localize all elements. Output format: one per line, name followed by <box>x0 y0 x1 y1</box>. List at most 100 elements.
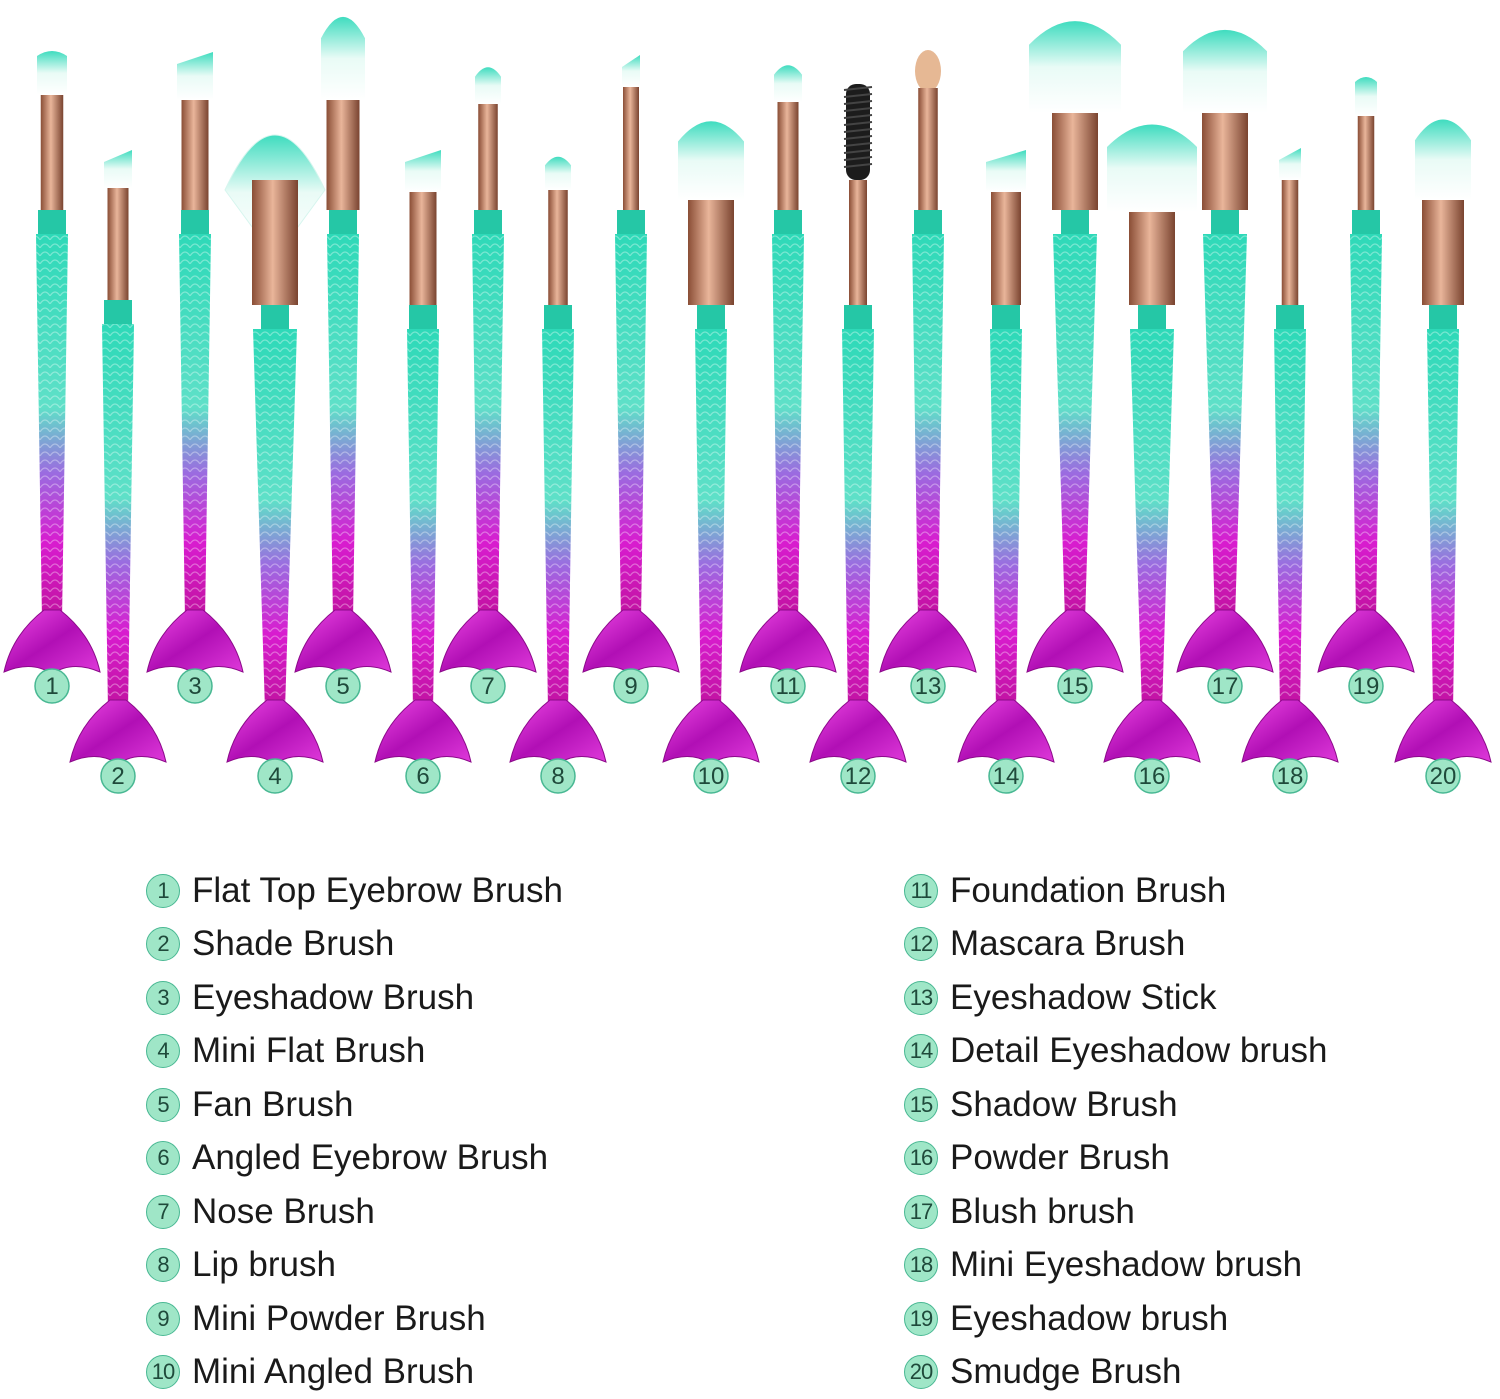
brush-name: Flat Top Eyebrow Brush <box>192 871 563 911</box>
dome-head <box>545 157 571 190</box>
brush-name: Foundation Brush <box>950 871 1226 911</box>
number-badge-text: 17 <box>1212 673 1239 700</box>
mermaid-tail <box>810 700 906 764</box>
number-badge: 4 <box>146 1034 180 1068</box>
mermaid-tail <box>583 610 679 674</box>
ferrule <box>327 100 360 210</box>
mermaid-tail <box>880 610 976 674</box>
handle-scales <box>615 234 647 620</box>
brush-name: Lip brush <box>192 1245 336 1285</box>
handle-collar <box>844 305 872 329</box>
handle-scales <box>179 234 211 620</box>
brush-13: 13 <box>880 50 976 703</box>
brush-7: 7 <box>440 67 536 703</box>
handle-collar <box>1352 210 1380 234</box>
ferrule <box>1358 116 1375 210</box>
handle-scales <box>1203 234 1247 620</box>
number-badge: 10 <box>146 1355 180 1389</box>
handle-collar <box>329 210 357 234</box>
number-badge-text: 12 <box>845 763 872 790</box>
number-badge-text: 4 <box>268 763 281 790</box>
brush-name: Eyeshadow Brush <box>192 978 474 1018</box>
handle-collar <box>1061 210 1089 234</box>
mermaid-tail <box>4 610 100 674</box>
number-badge-text: 13 <box>915 673 942 700</box>
brush-name: Mini Flat Brush <box>192 1031 425 1071</box>
brush-4: 4 <box>225 135 325 793</box>
mermaid-tail <box>1242 700 1338 764</box>
handle-collar <box>1138 305 1166 329</box>
number-badge: 9 <box>146 1302 180 1336</box>
handle-scales <box>1350 234 1382 620</box>
number-badge-text: 1 <box>45 673 58 700</box>
brush-17: 17 <box>1177 30 1273 703</box>
handle-scales <box>253 329 297 710</box>
brush-name: Nose Brush <box>192 1192 375 1232</box>
angled-head <box>177 52 213 100</box>
mermaid-tail <box>227 700 323 764</box>
angled-head <box>986 150 1026 192</box>
brush-name: Mascara Brush <box>950 924 1185 964</box>
handle-collar <box>544 305 572 329</box>
brush-16: 16 <box>1104 125 1200 794</box>
handle-collar <box>261 305 289 329</box>
brush-5: 5 <box>295 17 391 703</box>
number-badge-text: 6 <box>416 763 429 790</box>
number-badge: 13 <box>904 981 938 1015</box>
brush-12: 12 <box>810 84 906 793</box>
handle-scales <box>327 234 359 620</box>
number-badge-text: 11 <box>776 673 801 700</box>
ferrule <box>1202 113 1248 210</box>
brush-20: 20 <box>1395 120 1491 794</box>
angled-head <box>1279 148 1301 180</box>
number-badge: 16 <box>904 1141 938 1175</box>
ferrule <box>182 100 209 210</box>
handle-scales <box>772 234 804 620</box>
ferrule <box>1129 212 1175 305</box>
brush-name: Smudge Brush <box>950 1352 1182 1392</box>
number-badge-text: 20 <box>1430 763 1457 790</box>
mermaid-tail <box>375 700 471 764</box>
number-badge: 2 <box>146 927 180 961</box>
brush-19: 19 <box>1318 77 1414 703</box>
legend-item: 3 Eyeshadow Brush <box>146 971 563 1025</box>
ferrule <box>623 87 639 210</box>
brush-name: Blush brush <box>950 1192 1135 1232</box>
dome-head <box>1029 21 1121 113</box>
dome-head <box>321 17 365 100</box>
handle-collar <box>1429 305 1457 329</box>
number-badge-text: 9 <box>624 673 637 700</box>
ferrule <box>1052 113 1098 210</box>
handle-collar <box>1276 305 1304 329</box>
number-badge-text: 5 <box>336 673 349 700</box>
number-badge-text: 15 <box>1062 673 1089 700</box>
number-badge-text: 7 <box>481 673 494 700</box>
flat-head <box>37 51 67 95</box>
number-badge: 15 <box>904 1088 938 1122</box>
brush-6: 6 <box>375 150 471 793</box>
brush-name: Powder Brush <box>950 1138 1170 1178</box>
number-badge: 5 <box>146 1088 180 1122</box>
number-badge: 3 <box>146 981 180 1015</box>
ferrule <box>849 180 867 305</box>
handle-collar <box>617 210 645 234</box>
mermaid-tail <box>740 610 836 674</box>
ferrule <box>688 200 734 305</box>
brush-2: 2 <box>70 150 166 793</box>
handle-scales <box>1274 329 1306 710</box>
number-badge: 12 <box>904 927 938 961</box>
mermaid-tail <box>1104 700 1200 764</box>
mermaid-tail <box>295 610 391 674</box>
mermaid-tail <box>958 700 1054 764</box>
ferrule <box>1422 200 1464 305</box>
mermaid-tail <box>510 700 606 764</box>
brush-10: 10 <box>663 121 759 793</box>
handle-scales <box>472 234 504 620</box>
